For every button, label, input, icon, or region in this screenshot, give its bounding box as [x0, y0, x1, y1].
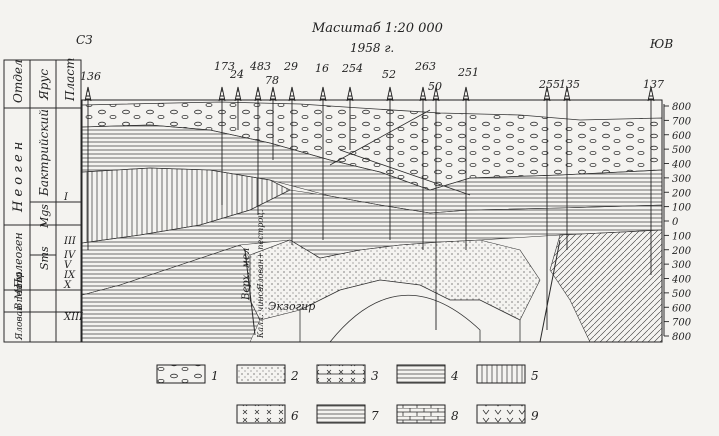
legend-item-4: 4: [396, 364, 459, 384]
well-52: 52: [382, 68, 396, 240]
well-137: 137: [643, 78, 664, 275]
depth-tick: 200: [671, 246, 692, 257]
svg-text:9: 9: [531, 409, 539, 423]
label-yalovach: Ялован пестр.: [15, 269, 25, 341]
svg-text:136: 136: [80, 70, 101, 83]
svg-text:1: 1: [211, 369, 219, 383]
depth-tick: 600: [672, 303, 692, 314]
plast-xiii: XIII: [63, 312, 84, 323]
depth-tick: 800: [672, 332, 692, 343]
plast-x: X: [63, 280, 72, 291]
well-29: 29: [283, 60, 298, 245]
depth-tick: 500: [672, 145, 692, 156]
plast-v: V: [64, 260, 73, 271]
svg-text:483: 483: [249, 60, 271, 73]
depth-tick: 100: [672, 203, 692, 214]
col-header-plast: Пласт: [63, 58, 77, 102]
legend-item-1: 1: [156, 364, 219, 384]
depth-tick: 700: [672, 318, 692, 329]
well-173: 173: [214, 60, 235, 205]
legend-item-3: 3: [316, 364, 379, 384]
legend-item-5: 5: [476, 364, 539, 384]
depth-tick: 400: [671, 160, 692, 171]
well-135: 135: [559, 78, 580, 250]
svg-text:5: 5: [531, 369, 539, 383]
col-header-yarus: Ярус: [37, 69, 51, 101]
label-ekzogir: Экзогир: [268, 300, 315, 313]
well-78: 78: [265, 74, 279, 160]
svg-text:8: 8: [451, 409, 459, 423]
stratigraphic-column: Отдел Ярус Пласт Н е о г е н Бактрийский…: [3, 58, 84, 343]
depth-tick: 800: [672, 102, 692, 113]
depth-tick: 300: [672, 260, 692, 271]
svg-text:255: 255: [538, 78, 560, 91]
label-neogen: Н е о г е н: [11, 142, 26, 213]
legend-item-2: 2: [236, 364, 299, 384]
svg-text:16: 16: [315, 62, 329, 75]
section-body: [81, 99, 663, 343]
svg-text:52: 52: [382, 68, 396, 81]
svg-text:50: 50: [428, 80, 442, 93]
depth-tick: 600: [672, 131, 692, 142]
label-baktriyskiy: Бактрийский: [37, 109, 51, 197]
svg-text:251: 251: [457, 66, 479, 79]
label-yalovach-pestrots: Ялован+ пестроц.: [256, 210, 265, 291]
svg-text:137: 137: [643, 78, 664, 91]
depth-axis: 800 700 600 500 400 300 200 100 0 100 200 300 400 500…: [663, 102, 692, 343]
legend: 1 2 3 4 5 6 7 8 9: [156, 364, 539, 424]
legend-item-7: 7: [316, 404, 379, 424]
svg-text:173: 173: [214, 60, 235, 73]
depth-tick: 0: [672, 217, 679, 228]
svg-text:2: 2: [290, 369, 299, 383]
well-251: 251: [457, 66, 479, 250]
svg-text:254: 254: [341, 62, 363, 75]
well-263: 263: [414, 60, 436, 250]
label-kalla-chinse: Калл. чинсе.: [256, 285, 265, 339]
svg-text:263: 263: [414, 60, 436, 73]
label-mgs: Mgs: [38, 204, 51, 229]
svg-text:78: 78: [265, 74, 279, 87]
se-direction: ЮВ: [649, 37, 673, 51]
nw-direction: СЗ: [76, 33, 93, 47]
plast-iii: III: [63, 236, 77, 247]
label-verkh-mel: Верх. мел: [241, 248, 252, 301]
well-136: 136: [80, 70, 101, 250]
well-254: 254: [341, 62, 363, 150]
label-paleogen: Палеоген: [12, 232, 25, 289]
year-label: 1958 г.: [350, 41, 394, 55]
depth-tick: 500: [672, 289, 692, 300]
well-483: 483: [249, 60, 271, 215]
label-v-mel: В.Мел.: [14, 274, 25, 311]
legend-item-9: 9: [476, 404, 539, 424]
well-50: 50: [428, 80, 442, 330]
depth-tick: 200: [671, 188, 692, 199]
plast-iv: IV: [63, 250, 77, 261]
well-16: 16: [315, 62, 329, 240]
svg-text:135: 135: [559, 78, 580, 91]
depth-tick: 100: [672, 231, 692, 242]
legend-item-6: 6: [236, 404, 299, 424]
label-sms: Sms: [38, 246, 51, 270]
svg-text:7: 7: [371, 409, 379, 423]
svg-text:24: 24: [229, 68, 244, 81]
svg-text:3: 3: [371, 369, 379, 383]
svg-text:29: 29: [283, 60, 298, 73]
col-header-otdel: Отдел: [11, 59, 25, 103]
plast-ix: IX: [63, 270, 76, 281]
depth-tick: 400: [671, 275, 692, 286]
well-255: 255: [538, 78, 560, 330]
svg-text:6: 6: [291, 409, 299, 423]
depth-tick: 700: [672, 116, 692, 127]
well-24: 24: [229, 68, 244, 130]
svg-text:4: 4: [450, 369, 459, 383]
scale-title: Масштаб 1:20 000: [311, 21, 443, 36]
depth-tick: 300: [672, 174, 692, 185]
plast-i: I: [63, 192, 69, 203]
legend-item-8: 8: [396, 404, 459, 424]
